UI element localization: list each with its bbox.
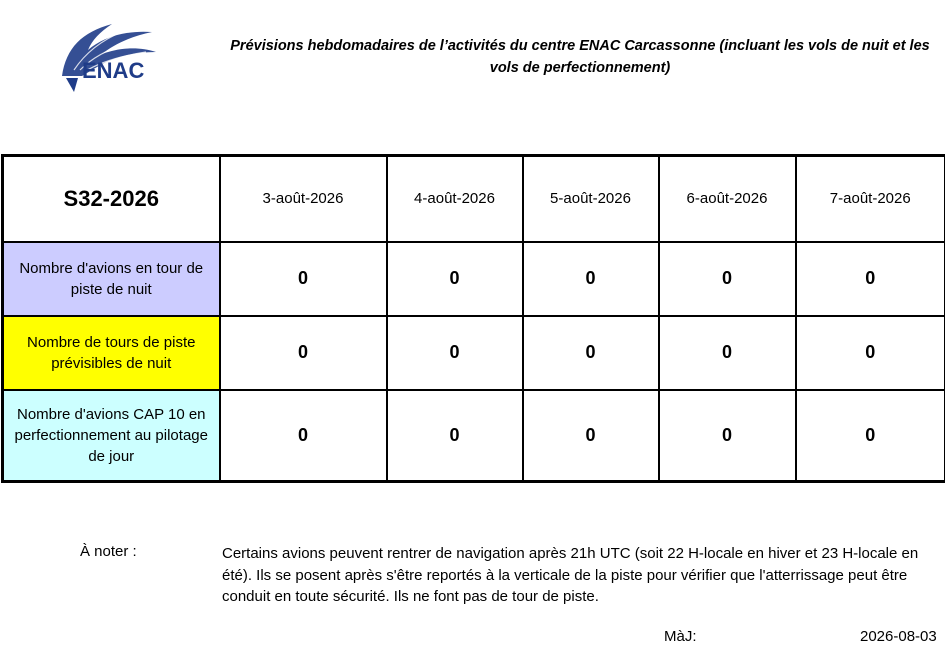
value-cell: 0 xyxy=(385,314,524,391)
value-cell: 0 xyxy=(218,240,388,317)
svg-text:ENAC: ENAC xyxy=(82,58,144,83)
value-cell: 0 xyxy=(657,240,797,317)
update-date: 2026-08-03 xyxy=(860,628,937,645)
value-cell: 0 xyxy=(218,388,388,483)
page-title: Prévisions hebdomadaires de l’activités … xyxy=(230,38,930,76)
date-cell: 4-août-2026 xyxy=(385,154,524,243)
header-row: S32-2026 3-août-2026 4-août-2026 5-août-… xyxy=(1,154,945,243)
value-cell: 0 xyxy=(385,240,524,317)
row-label-night-circuits: Nombre de tours de piste prévisibles de … xyxy=(1,314,221,391)
date-cell: 6-août-2026 xyxy=(657,154,797,243)
enac-logo: ENAC xyxy=(52,18,172,94)
update-label: MàJ: xyxy=(664,628,697,645)
date-cell: 3-août-2026 xyxy=(218,154,388,243)
value-cell: 0 xyxy=(657,314,797,391)
value-cell: 0 xyxy=(521,388,660,483)
date-cell: 7-août-2026 xyxy=(794,154,945,243)
value-cell: 0 xyxy=(794,314,945,391)
table-row: Nombre de tours de piste prévisibles de … xyxy=(1,314,945,391)
week-cell: S32-2026 xyxy=(1,154,221,243)
value-cell: 0 xyxy=(521,240,660,317)
date-cell: 5-août-2026 xyxy=(521,154,660,243)
value-cell: 0 xyxy=(521,314,660,391)
note-text: Certains avions peuvent rentrer de navig… xyxy=(222,545,919,605)
value-cell: 0 xyxy=(218,314,388,391)
table-row: Nombre d'avions CAP 10 en perfectionneme… xyxy=(1,388,945,483)
value-cell: 0 xyxy=(794,240,945,317)
value-cell: 0 xyxy=(794,388,945,483)
row-label-night-circuit-aircraft: Nombre d'avions en tour de piste de nuit xyxy=(1,240,221,317)
activity-table: S32-2026 3-août-2026 4-août-2026 5-août-… xyxy=(1,154,945,483)
value-cell: 0 xyxy=(657,388,797,483)
table-row: Nombre d'avions en tour de piste de nuit… xyxy=(1,240,945,317)
value-cell: 0 xyxy=(385,388,524,483)
row-label-cap10-day-training: Nombre d'avions CAP 10 en perfectionneme… xyxy=(1,388,221,483)
note-label: À noter : xyxy=(80,543,137,560)
